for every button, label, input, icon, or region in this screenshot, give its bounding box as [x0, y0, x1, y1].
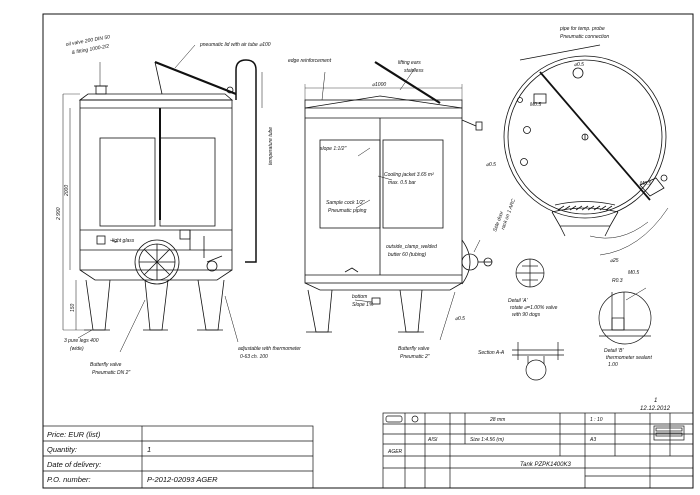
annotation-labels: oil valve 200 DIN 50 & fitting 1000-2/2 …	[56, 26, 652, 376]
label-outside-jacket-2: butter 60 (tubing)	[388, 252, 426, 258]
label-bottom-slope: bottom	[352, 294, 367, 300]
detail-b	[598, 287, 652, 345]
order-quantity-value: 1	[147, 445, 151, 454]
label-detail-b: Detail 'B'	[604, 348, 624, 354]
order-po-value: P-2012-02093 AGER	[147, 475, 218, 484]
tb-title: Tank PZPK1400K3	[520, 462, 571, 468]
title-block	[382, 412, 694, 489]
label-dim-d: ⌀0.5	[574, 62, 584, 68]
label-butterfly-valve: Butterfly valve	[90, 362, 122, 368]
label-three-legs-2: (wide)	[70, 346, 84, 352]
front-view-leaders	[77, 44, 263, 353]
label-temp-probe: pipe for temp. probe	[559, 26, 605, 32]
label-cooling-jacket: Cooling jacket 3.65 m²	[384, 172, 434, 178]
tb-material: AISI	[427, 437, 438, 443]
label-dim-c: ⌀0.5	[455, 316, 465, 322]
tank-top-view	[503, 44, 669, 256]
label-adjustable-thermometer-2: 0-63 ch. 100	[240, 354, 268, 360]
label-dim-b: M0.5	[628, 270, 639, 276]
side-view-leaders	[321, 67, 481, 341]
detail-a	[515, 258, 545, 288]
label-butterfly-valve-2: Pneumatic DN 2"	[92, 370, 130, 376]
label-pneumatic-lid: pneumatic lid with air tube ⌀100	[199, 42, 271, 48]
label-dim-f: ⌀0.5	[486, 162, 496, 168]
tb-drawn: AGER	[387, 449, 403, 455]
label-detail-a-3: with 90 dogs	[512, 312, 541, 318]
label-edge-reinforcement: edge reinforcement	[288, 58, 332, 64]
label-light-glass: light glass	[112, 238, 135, 244]
tb-scale-value: 1 : 10	[590, 417, 603, 423]
label-detail-a-2: rotate ⌀=1.00% valve	[510, 305, 558, 311]
label-detail-a: Detail 'A'	[508, 298, 528, 304]
label-bottom-slope-2: Slope 1%	[352, 302, 374, 308]
label-v-dim-body: 2000	[64, 185, 70, 197]
label-detail-b-2: thermometer sealant	[606, 355, 652, 361]
label-lifting-ears-2: stainless	[404, 68, 424, 74]
label-cooling-jacket-2: max. 0.5 bar	[388, 180, 416, 186]
label-adjustable-thermometer: adjustable with thermometer	[238, 346, 301, 352]
section-a-a	[512, 342, 564, 381]
label-slope: slope 1:1/2"	[320, 146, 346, 152]
label-temp-regulator: temperature tube	[268, 127, 274, 165]
label-h-dim-top: ⌀1000	[372, 82, 386, 88]
label-dim-g: M0.5	[640, 181, 651, 187]
label-lifting-ears: lifting ears	[398, 60, 421, 66]
label-dim-a: M0.5	[530, 102, 541, 108]
tank-side-view	[304, 61, 493, 333]
order-quantity-label: Quantity:	[47, 445, 77, 454]
tb-format: A3	[589, 437, 596, 443]
label-sample-valve: Sample cock 1/2"	[326, 200, 365, 206]
label-butterfly-valve-right: Butterfly valve	[398, 346, 430, 352]
label-outside-jacket: outside_clamp_welded	[386, 244, 437, 250]
tb-scale: 1	[654, 398, 657, 404]
label-dim-h: R0.3	[612, 278, 623, 284]
tb-mass: 28 mm	[489, 417, 505, 423]
label-butterfly-valve-right-2: Pneumatic 2"	[400, 354, 430, 360]
tank-front-view	[62, 59, 257, 331]
label-dim-e: ⌀25	[610, 258, 619, 264]
label-sample-valve-2: Pneumatic piping	[328, 208, 367, 214]
label-three-legs: 3 pure legs 400	[64, 338, 99, 344]
tb-size: Size 1:4.56 (m)	[470, 437, 504, 443]
label-section: Section A-A	[478, 350, 505, 356]
order-po-label: P.O. number:	[47, 475, 91, 484]
title-block-text: 1 12.12.2012 28 mm AISI Size 1:4.56 (m) …	[387, 398, 671, 468]
tb-date: 12.12.2012	[640, 406, 671, 412]
label-temp-probe-2: Pneumatic connection	[560, 34, 609, 40]
label-v-dim-legs: 150	[70, 303, 76, 312]
order-delivery-label: Date of delivery:	[47, 460, 101, 469]
label-detail-b-3: 1.00	[608, 362, 618, 368]
order-table	[42, 425, 314, 489]
label-v-dim-total: 2 990	[56, 207, 62, 221]
order-table-text: Price: EUR (list) Quantity: 1 Date of de…	[47, 430, 218, 484]
drawing-frame	[42, 13, 694, 489]
order-price-label: Price: EUR (list)	[47, 430, 101, 439]
